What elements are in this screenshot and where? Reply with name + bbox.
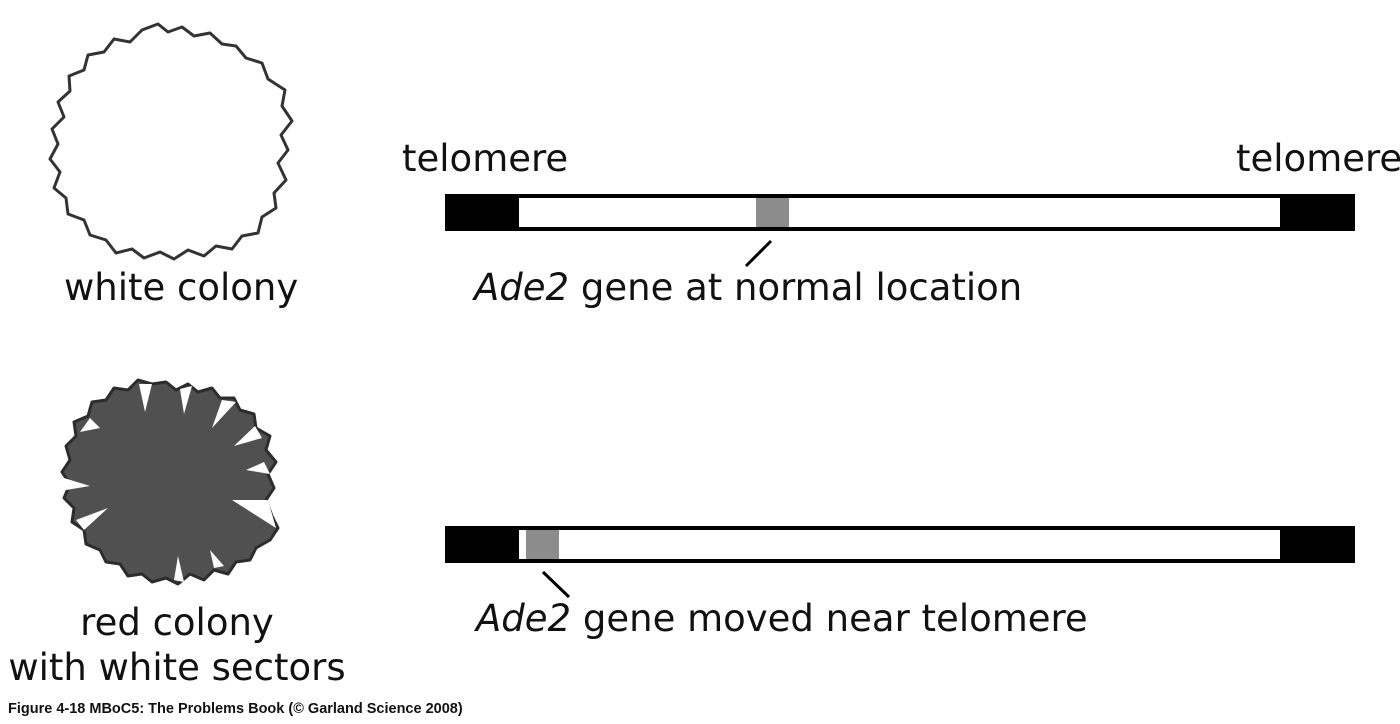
gene-name-bottom: Ade2	[476, 597, 572, 640]
red-colony-label-line2: with white sectors	[8, 646, 346, 689]
white-sector	[246, 462, 270, 474]
white-sector	[76, 508, 108, 530]
gene-name-top: Ade2	[474, 266, 570, 309]
white-colony	[48, 22, 294, 261]
chromosome-bottom	[445, 526, 1355, 599]
gene-label-normal: Ade2 gene at normal location	[474, 269, 1022, 306]
telomere-left-block-top	[447, 196, 519, 229]
white-sector	[180, 386, 192, 414]
chromosome-top-body	[445, 194, 1355, 231]
white-sector	[64, 478, 90, 490]
white-sector	[174, 556, 184, 582]
ade2-gene-bottom	[526, 530, 559, 559]
white-sector	[139, 384, 152, 412]
white-colony-label: white colony	[64, 266, 299, 309]
telomere-label-left: telomere	[402, 137, 569, 180]
red-colony-label: red colony with white sectors	[0, 600, 354, 690]
red-colony-body	[60, 378, 280, 586]
gene-description-top: gene at normal location	[569, 266, 1023, 309]
chromosome-bottom-body	[445, 526, 1355, 563]
telomere-right-block-bottom	[1280, 528, 1353, 561]
white-sector	[234, 426, 262, 446]
ade2-pointer-bottom	[541, 570, 571, 599]
red-colony-label-line1: red colony	[80, 601, 274, 644]
red-colony	[60, 378, 280, 586]
figure-caption: Figure 4-18 MBoC5: The Problems Book (© …	[8, 701, 463, 717]
telomere-label-right: telomere	[1236, 137, 1400, 180]
telomere-right-block-top	[1280, 196, 1353, 229]
white-sector	[210, 550, 224, 568]
white-sector	[212, 400, 236, 428]
ade2-gene-top	[756, 198, 789, 227]
ade2-pointer-top	[744, 239, 773, 268]
gene-description-bottom: gene moved near telomere	[571, 597, 1088, 640]
white-sector	[232, 500, 276, 528]
white-sector	[80, 418, 100, 432]
chromosome-top	[445, 194, 1355, 268]
gene-label-moved: Ade2 gene moved near telomere	[476, 600, 1088, 637]
telomere-left-block-bottom	[447, 528, 519, 561]
